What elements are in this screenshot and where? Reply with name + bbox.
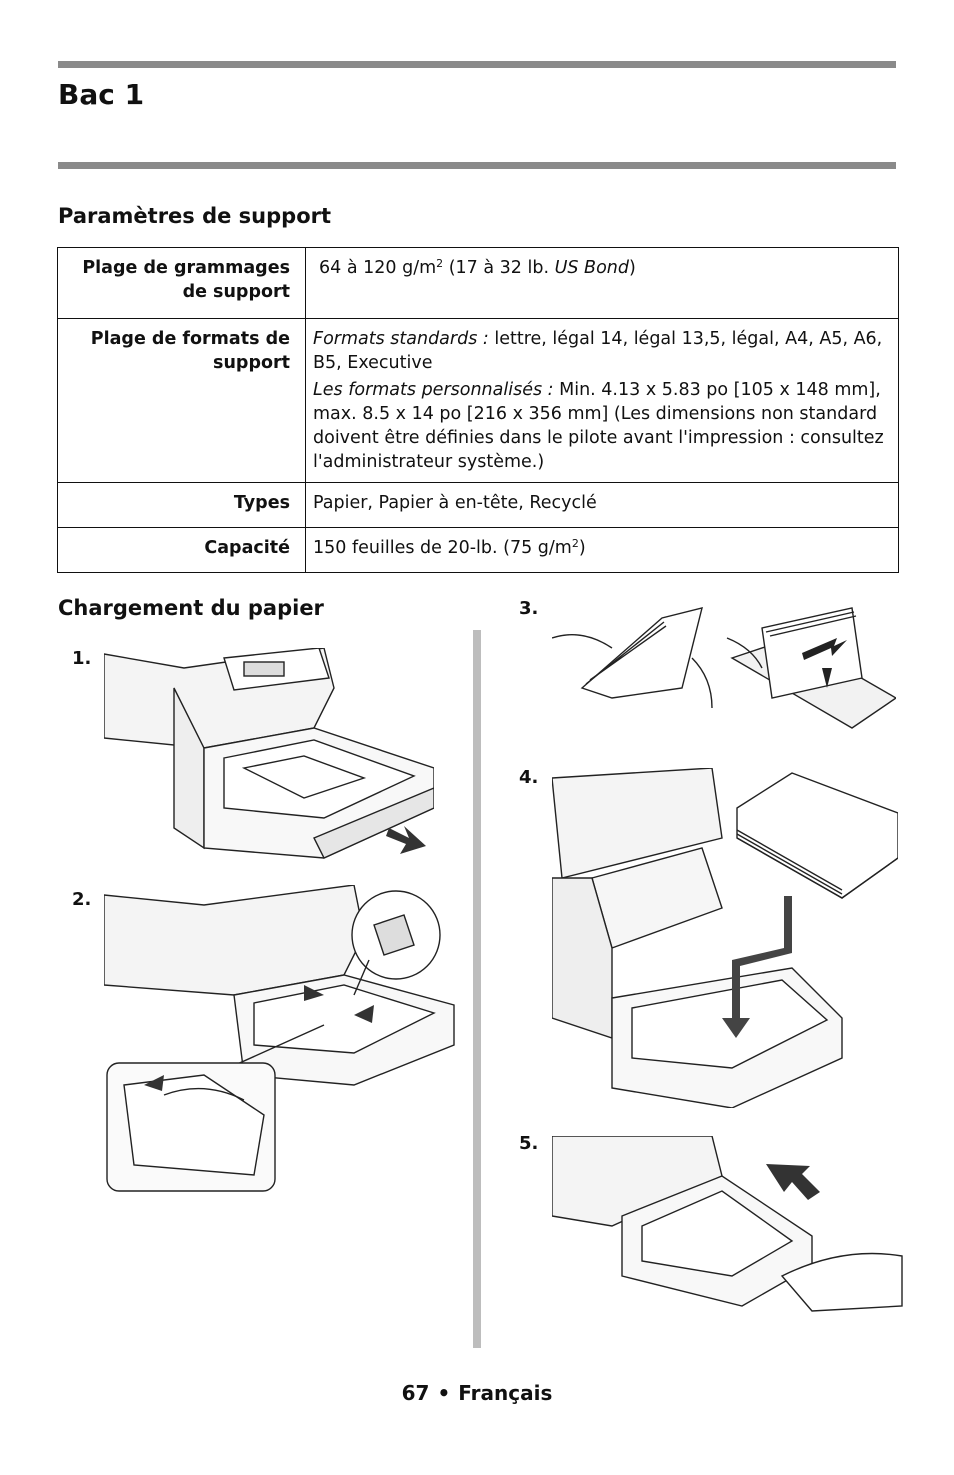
bullet-separator: • bbox=[437, 1381, 451, 1405]
page-title: Bac 1 bbox=[58, 78, 145, 111]
illustration-adjust-guides bbox=[104, 885, 455, 1192]
title-underline-rule bbox=[58, 162, 896, 169]
row-value-capacity: 150 feuilles de 20-lb. (75 g/m2) bbox=[305, 527, 899, 573]
row-label-types: Types bbox=[57, 482, 306, 528]
section-heading-media: Paramètres de support bbox=[58, 204, 332, 228]
illustration-fan-paper bbox=[552, 607, 896, 729]
row-label-sizes: Plage de formats de support bbox=[57, 318, 306, 483]
illustration-load-paper bbox=[552, 768, 898, 1108]
top-rule bbox=[58, 61, 896, 68]
step-label-2: 2. bbox=[72, 889, 92, 910]
page-footer: 67 • Français bbox=[0, 1381, 954, 1405]
media-specs-table: Plage de grammages de support 64 à 120 g… bbox=[57, 247, 899, 573]
step-label-4: 4. bbox=[519, 767, 539, 788]
row-value-types: Papier, Papier à en-tête, Recyclé bbox=[305, 482, 899, 528]
step-label-5: 5. bbox=[519, 1133, 539, 1154]
page-number: 67 bbox=[401, 1381, 430, 1405]
row-label-capacity: Capacité bbox=[57, 527, 306, 573]
row-label-weights: Plage de grammages de support bbox=[57, 247, 306, 319]
table-row: Plage de grammages de support 64 à 120 g… bbox=[57, 247, 899, 319]
step-label-3: 3. bbox=[519, 598, 539, 619]
row-value-sizes: Formats standards : lettre, légal 14, lé… bbox=[305, 318, 899, 483]
table-row: Types Papier, Papier à en-tête, Recyclé bbox=[57, 482, 899, 528]
illustration-close-tray bbox=[552, 1136, 903, 1312]
illustration-pull-out-tray bbox=[104, 648, 434, 859]
table-row: Capacité 150 feuilles de 20-lb. (75 g/m2… bbox=[57, 527, 899, 573]
step-label-1: 1. bbox=[72, 648, 92, 669]
table-row: Plage de formats de support Formats stan… bbox=[57, 318, 899, 483]
section-heading-loading: Chargement du papier bbox=[58, 596, 324, 620]
row-value-weights: 64 à 120 g/m2 (17 à 32 lb. US Bond) bbox=[305, 247, 899, 319]
footer-language: Français bbox=[458, 1381, 553, 1405]
column-divider bbox=[473, 630, 481, 1348]
